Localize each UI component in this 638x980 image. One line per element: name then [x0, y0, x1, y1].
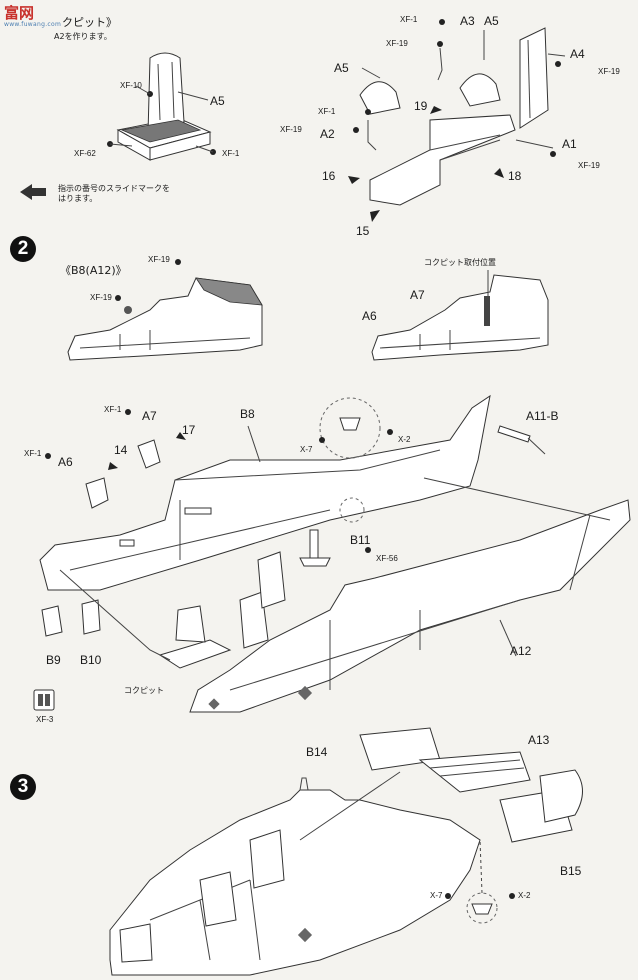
part-label: A5: [334, 61, 349, 75]
step-number-3: 3: [10, 774, 36, 800]
part-label: B11: [350, 533, 371, 547]
paint-label: XF-1: [222, 149, 240, 158]
slide-mark-number: 18: [508, 169, 522, 183]
engine-covers: [299, 727, 583, 843]
paint-label: XF-1: [24, 449, 42, 458]
paint-label: XF-3: [36, 715, 54, 724]
paint-label: X-2: [518, 891, 531, 900]
part-label: A12: [510, 644, 532, 658]
part-label: A6: [58, 455, 73, 469]
part-label: A6: [362, 309, 377, 323]
cockpit-install-position-label: コクピット取付位置: [424, 258, 496, 267]
part-label: A3: [460, 14, 475, 28]
part-label: B14: [306, 745, 328, 759]
part-label: A4: [570, 47, 585, 61]
slide-mark-number: 17: [182, 423, 196, 437]
paint-label: XF-19: [280, 125, 302, 134]
variant-label: 《B8(A12)》: [60, 264, 127, 277]
paint-label: X-7: [300, 445, 313, 454]
paint-label: XF-19: [148, 255, 170, 264]
paint-label: XF-10: [120, 81, 142, 90]
site-logo: 富网 www.fuwang.com: [4, 2, 61, 28]
part-label: A7: [410, 288, 425, 302]
paint-label: XF-1: [400, 15, 418, 24]
paint-label: XF-1: [104, 405, 122, 414]
paint-label: XF-19: [578, 161, 600, 170]
part-label: A5: [210, 94, 225, 108]
logo-text: 富网: [4, 4, 35, 22]
step-number-2: 2: [10, 236, 36, 262]
paint-label: X-2: [398, 435, 411, 444]
cockpit-label: コクピット: [124, 686, 164, 695]
paint-label: XF-56: [376, 554, 398, 563]
slide-mark-number: 15: [356, 224, 370, 238]
cockpit-tub: [359, 27, 549, 206]
fuselage-half-a12: [189, 499, 631, 713]
paint-label: XF-19: [386, 39, 408, 48]
logo-subtext: www.fuwang.com: [4, 21, 62, 28]
part-label: A13: [528, 733, 550, 747]
paint-label: XF-62: [74, 149, 96, 158]
part-label: B15: [560, 864, 582, 878]
part-label: A1: [562, 137, 577, 151]
part-label: A2: [320, 127, 335, 141]
slide-mark-note: 指示の番号のスライドマークを はります。: [58, 184, 170, 203]
seats-in-a12: [158, 551, 286, 669]
part-label: A11-B: [526, 409, 559, 423]
fuselage-half-left-variant: [67, 259, 263, 361]
seat-drawing-left: [116, 52, 212, 161]
step1-subtitle-fragment: A2を作ります。: [54, 32, 112, 41]
paint-label: X-7: [430, 891, 443, 900]
part-label: B9: [46, 653, 61, 667]
step1-title-fragment: クピット》: [62, 16, 117, 29]
fuselage-assembled: [109, 777, 481, 976]
paint-label: XF-1: [318, 107, 336, 116]
part-label: A7: [142, 409, 157, 423]
part-label: A5: [484, 14, 499, 28]
slide-mark-number: 16: [322, 169, 336, 183]
part-label: B8: [240, 407, 255, 421]
slide-mark-number: 14: [114, 443, 128, 457]
paint-label: XF-19: [598, 67, 620, 76]
fuselage-half-b8: [39, 394, 491, 591]
part-label: B10: [80, 653, 102, 667]
slide-mark-number: 19: [414, 99, 428, 113]
fuselage-half-right-variant: [371, 270, 549, 361]
paint-label: XF-19: [90, 293, 112, 302]
